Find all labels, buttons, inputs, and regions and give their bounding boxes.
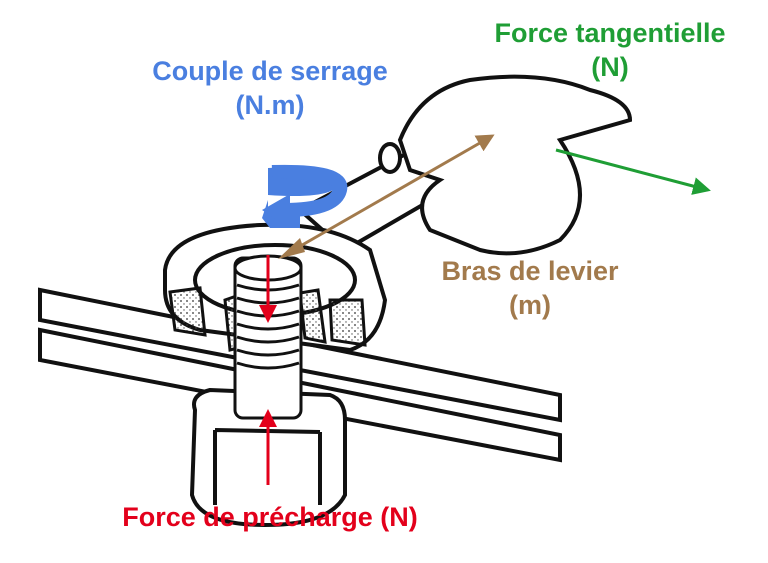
tangential-force-arrow <box>555 148 711 195</box>
torque-arrowhead <box>262 194 290 228</box>
lever-arm-arrow <box>289 134 495 254</box>
hand <box>397 74 633 256</box>
torque-label-title: Couple de serrage <box>152 56 388 86</box>
tangential-force-label-unit: (N) <box>591 52 629 82</box>
torque-label-unit: (N.m) <box>235 90 305 120</box>
lever-arm-label-unit: (m) <box>509 290 551 320</box>
torque-label: Couple de serrage (N.m) <box>120 54 420 122</box>
lever-arm-arrowhead-bottom <box>278 238 305 259</box>
lever-arm-label: Bras de levier (m) <box>400 254 660 322</box>
torque-rotation-arrow <box>271 164 348 217</box>
preload-label: Force de précharge (N) <box>80 500 460 534</box>
tangential-force-label-title: Force tangentielle <box>494 18 726 48</box>
lever-arm-label-title: Bras de levier <box>441 256 619 286</box>
tangential-force-label: Force tangentielle (N) <box>460 16 760 84</box>
preload-label-title: Force de précharge (N) <box>122 502 418 532</box>
